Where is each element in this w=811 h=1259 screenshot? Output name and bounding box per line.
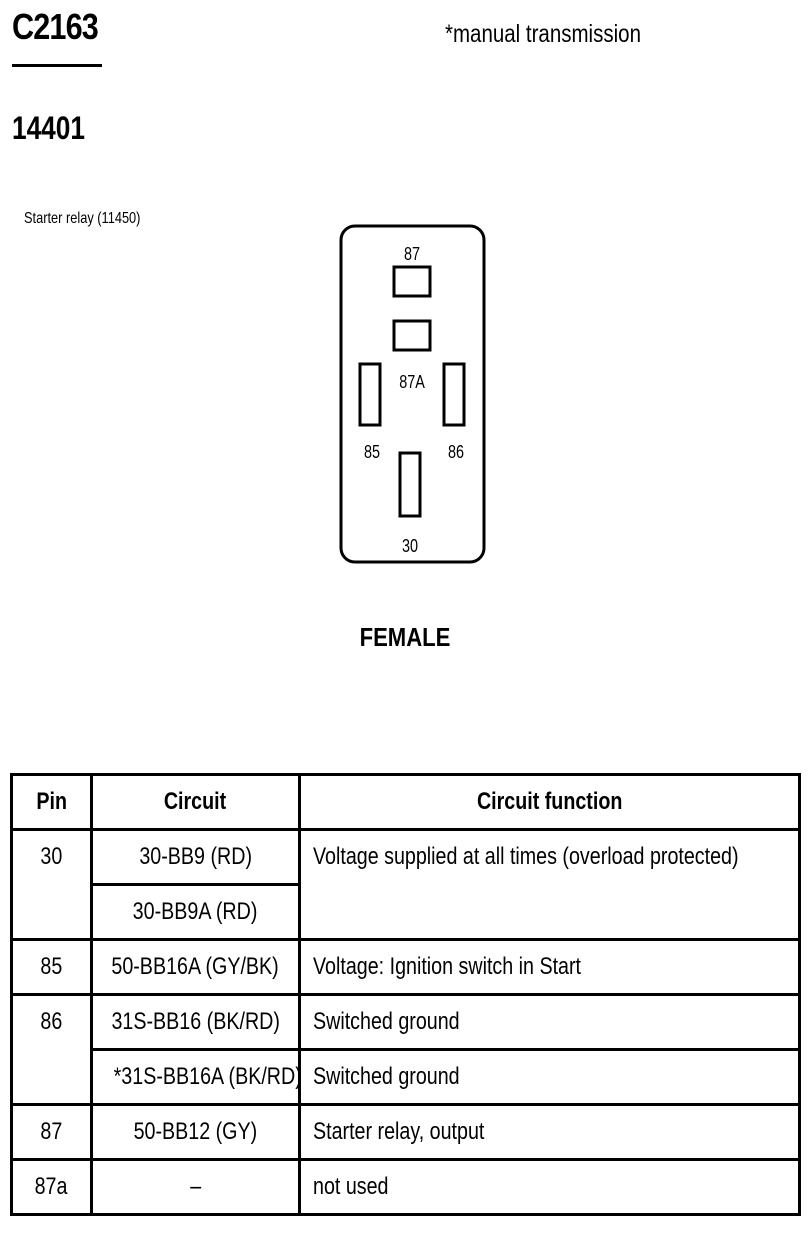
table-row: 85 50-BB16A (GY/BK) Voltage: Ignition sw…	[10, 938, 801, 996]
function-cell: Voltage: Ignition switch in Start	[298, 938, 801, 996]
pin-cell: 85	[10, 938, 93, 996]
pin-label-85: 85	[363, 442, 381, 462]
pin-cell: 87	[10, 1103, 93, 1161]
circuit-cell: 31S-BB16 (BK/RD)	[90, 993, 301, 1051]
circuit-cell: *31S-BB16A (BK/RD)	[90, 1048, 302, 1106]
header-circuit-function: Circuit function	[298, 773, 801, 831]
header-pin: Pin	[10, 773, 93, 831]
table-header-row: Pin Circuit Circuit function	[10, 773, 801, 831]
terminal-85	[358, 362, 382, 427]
function-cell: Switched ground	[298, 1048, 801, 1106]
terminal-30	[398, 451, 422, 518]
table-row: *31S-BB16A (BK/RD) Switched ground	[12, 1048, 801, 1106]
table-row: 87 50-BB12 (GY) Starter relay, output	[10, 1103, 801, 1161]
pin-label-86: 86	[447, 442, 465, 462]
circuit-cell: 50-BB12 (GY)	[90, 1103, 301, 1161]
function-cell: Voltage supplied at all times (overload …	[298, 828, 801, 941]
terminal-87a	[392, 319, 432, 352]
transmission-note: *manual transmission	[445, 20, 641, 48]
pin-label-87: 87	[403, 244, 421, 264]
pinout-table: Pin Circuit Circuit function 30 30-BB9 (…	[10, 773, 801, 1216]
pin-cell: 87a	[10, 1158, 93, 1216]
header-circuit: Circuit	[90, 773, 301, 831]
connector-gender: FEMALE	[359, 622, 451, 652]
terminal-87	[392, 265, 432, 298]
pin-cell: 86	[10, 993, 93, 1106]
pin-cell: 30	[10, 828, 93, 941]
connector-id: C2163	[12, 6, 99, 47]
terminal-86	[442, 362, 466, 427]
function-cell: not used	[298, 1158, 801, 1216]
circuit-cell: 30-BB9 (RD)	[90, 828, 301, 886]
pin-label-30: 30	[401, 536, 419, 556]
pin-label-87a: 87A	[399, 372, 425, 392]
function-cell: Switched ground	[298, 993, 801, 1051]
circuit-cell: –	[90, 1158, 301, 1216]
component-caption: Starter relay (11450)	[24, 210, 141, 227]
function-cell: Starter relay, output	[298, 1103, 801, 1161]
connector-id-underline	[12, 64, 102, 67]
table-row: 87a – not used	[10, 1158, 801, 1216]
part-number: 14401	[12, 110, 85, 146]
circuit-cell: 30-BB9A (RD)	[90, 883, 301, 941]
connector-face-diagram	[339, 224, 486, 564]
table-row: 86 31S-BB16 (BK/RD) Switched ground	[10, 993, 801, 1106]
circuit-cell: 50-BB16A (GY/BK)	[90, 938, 301, 996]
connector-housing	[339, 224, 486, 564]
table-row: 30-BB9A (RD)	[12, 883, 800, 941]
table-row: 30 30-BB9 (RD) Voltage supplied at all t…	[10, 828, 801, 941]
